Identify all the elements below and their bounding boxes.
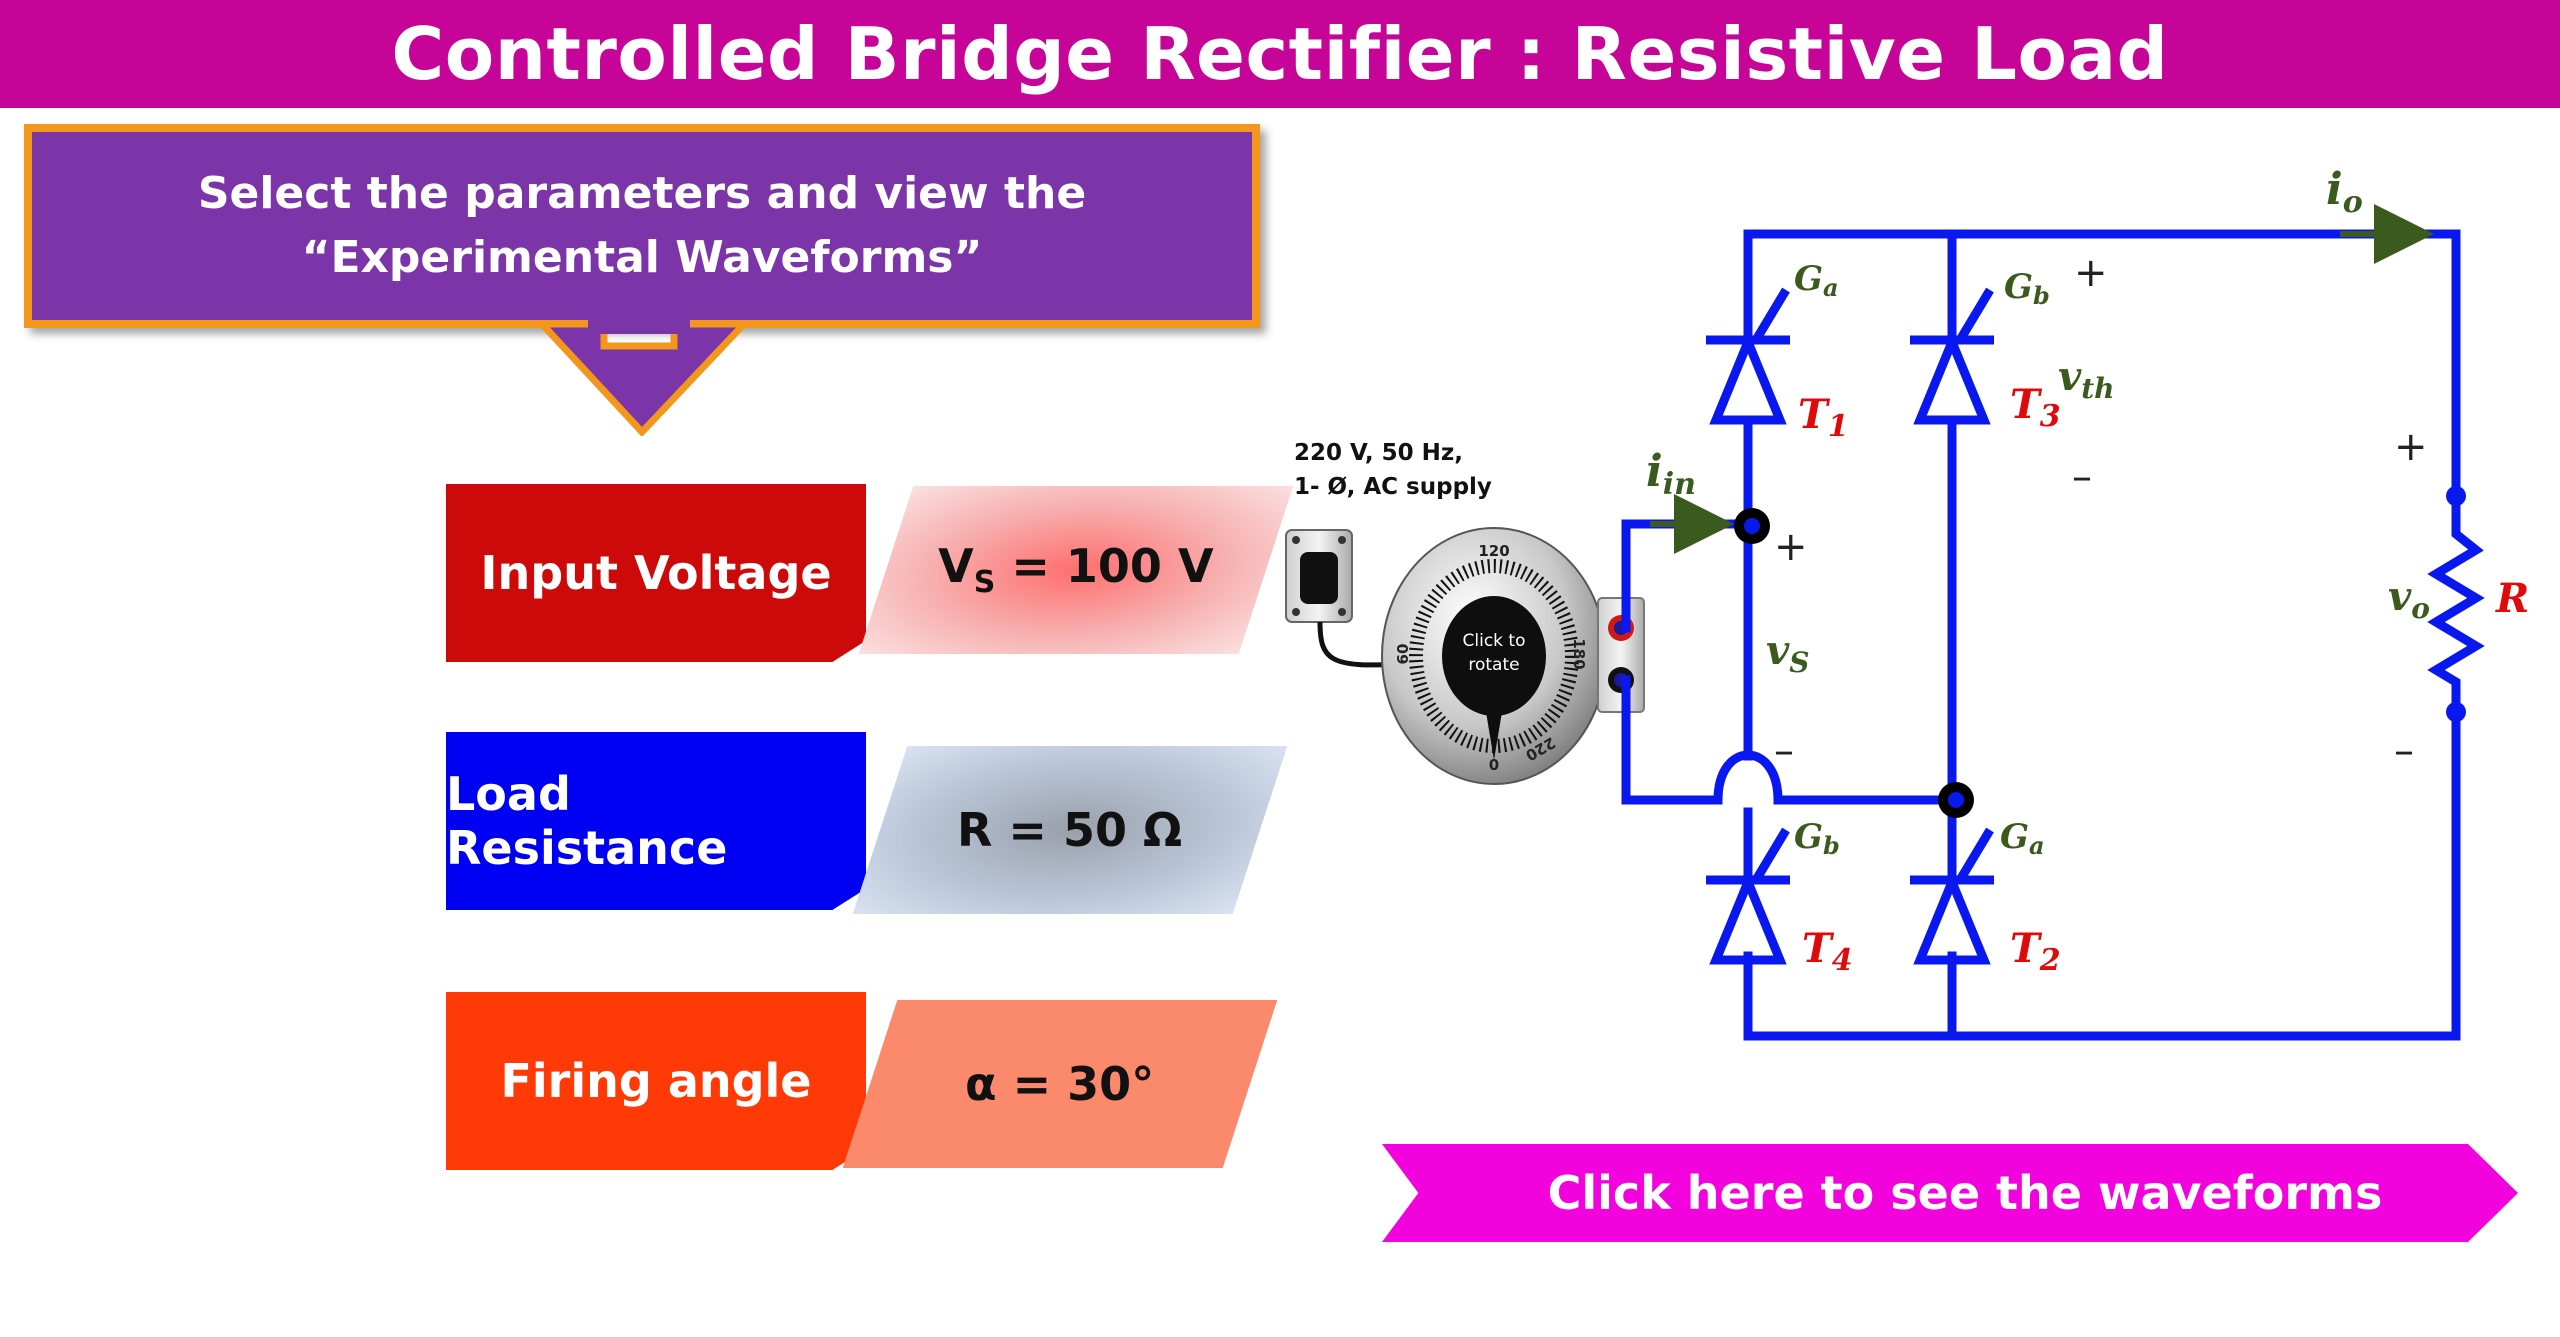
instruction-text: Select the parameters and view the “Expe… — [197, 168, 1087, 283]
knob-hint-line1: Click to — [1463, 631, 1526, 651]
input-voltage-label: Input Voltage — [446, 484, 866, 662]
instruction-arrow — [534, 320, 753, 436]
load-resistance-value[interactable]: R = 50 Ω — [852, 746, 1288, 914]
instruction-callout: Select the parameters and view the “Expe… — [24, 124, 1260, 328]
svg-text:T3: T3 — [2010, 381, 2061, 434]
svg-text:120: 120 — [1478, 542, 1509, 560]
autotransformer-knob[interactable]: Click to rotate 120 180 220 0 60 — [1381, 527, 1607, 785]
input-voltage-value[interactable]: VS = 100 V — [858, 486, 1294, 654]
see-waveforms-button[interactable]: Click here to see the waveforms — [1382, 1144, 2518, 1242]
thyristor-T2 — [1910, 827, 1994, 965]
svg-text:Ga: Ga — [1794, 259, 1839, 302]
svg-text:60: 60 — [1394, 644, 1412, 665]
firing-angle-label: Firing angle — [446, 992, 866, 1170]
svg-text:vS: vS — [1766, 627, 1809, 679]
svg-text:T4: T4 — [1802, 925, 1853, 978]
svg-text:–: – — [2394, 728, 2414, 774]
output-terminals — [1597, 597, 1645, 713]
supply-label: 220 V, 50 Hz, 1- Ø, AC supply — [1294, 440, 1492, 500]
title-bar: Controlled Bridge Rectifier : Resistive … — [0, 0, 2560, 108]
svg-text:T2: T2 — [2010, 925, 2061, 978]
svg-text:io: io — [2326, 164, 2363, 220]
page-title: Controlled Bridge Rectifier : Resistive … — [391, 12, 2169, 96]
svg-text:vo: vo — [2388, 573, 2430, 625]
thyristor-T1 — [1706, 287, 1790, 425]
svg-text:+: + — [2074, 250, 2108, 296]
svg-text:iin: iin — [1646, 446, 1696, 502]
svg-text:T1: T1 — [1798, 391, 1849, 444]
knob-hint-line2: rotate — [1468, 655, 1519, 675]
thyristor-T4 — [1706, 827, 1790, 965]
firing-angle-value[interactable]: α = 30° — [842, 1000, 1278, 1168]
svg-text:vth: vth — [2058, 353, 2115, 405]
svg-text:–: – — [1774, 728, 1794, 774]
svg-text:180: 180 — [1570, 638, 1588, 669]
wall-socket — [1285, 529, 1401, 668]
svg-text:Ga: Ga — [2000, 817, 2045, 860]
bridge-rectifier-circuit: Click to rotate 120 180 220 0 60 — [1285, 164, 2529, 1041]
load-resistance-label: Load Resistance — [446, 732, 866, 910]
svg-text:+: + — [2394, 424, 2428, 470]
svg-text:0: 0 — [1489, 756, 1499, 774]
load-resistor — [2427, 486, 2485, 722]
svg-text:+: + — [1774, 524, 1808, 570]
svg-text:–: – — [2072, 454, 2092, 500]
svg-text:Gb: Gb — [2004, 267, 2050, 310]
svg-text:Gb: Gb — [1794, 817, 1840, 860]
thyristor-T3 — [1910, 287, 1994, 425]
svg-text:R: R — [2495, 575, 2529, 622]
